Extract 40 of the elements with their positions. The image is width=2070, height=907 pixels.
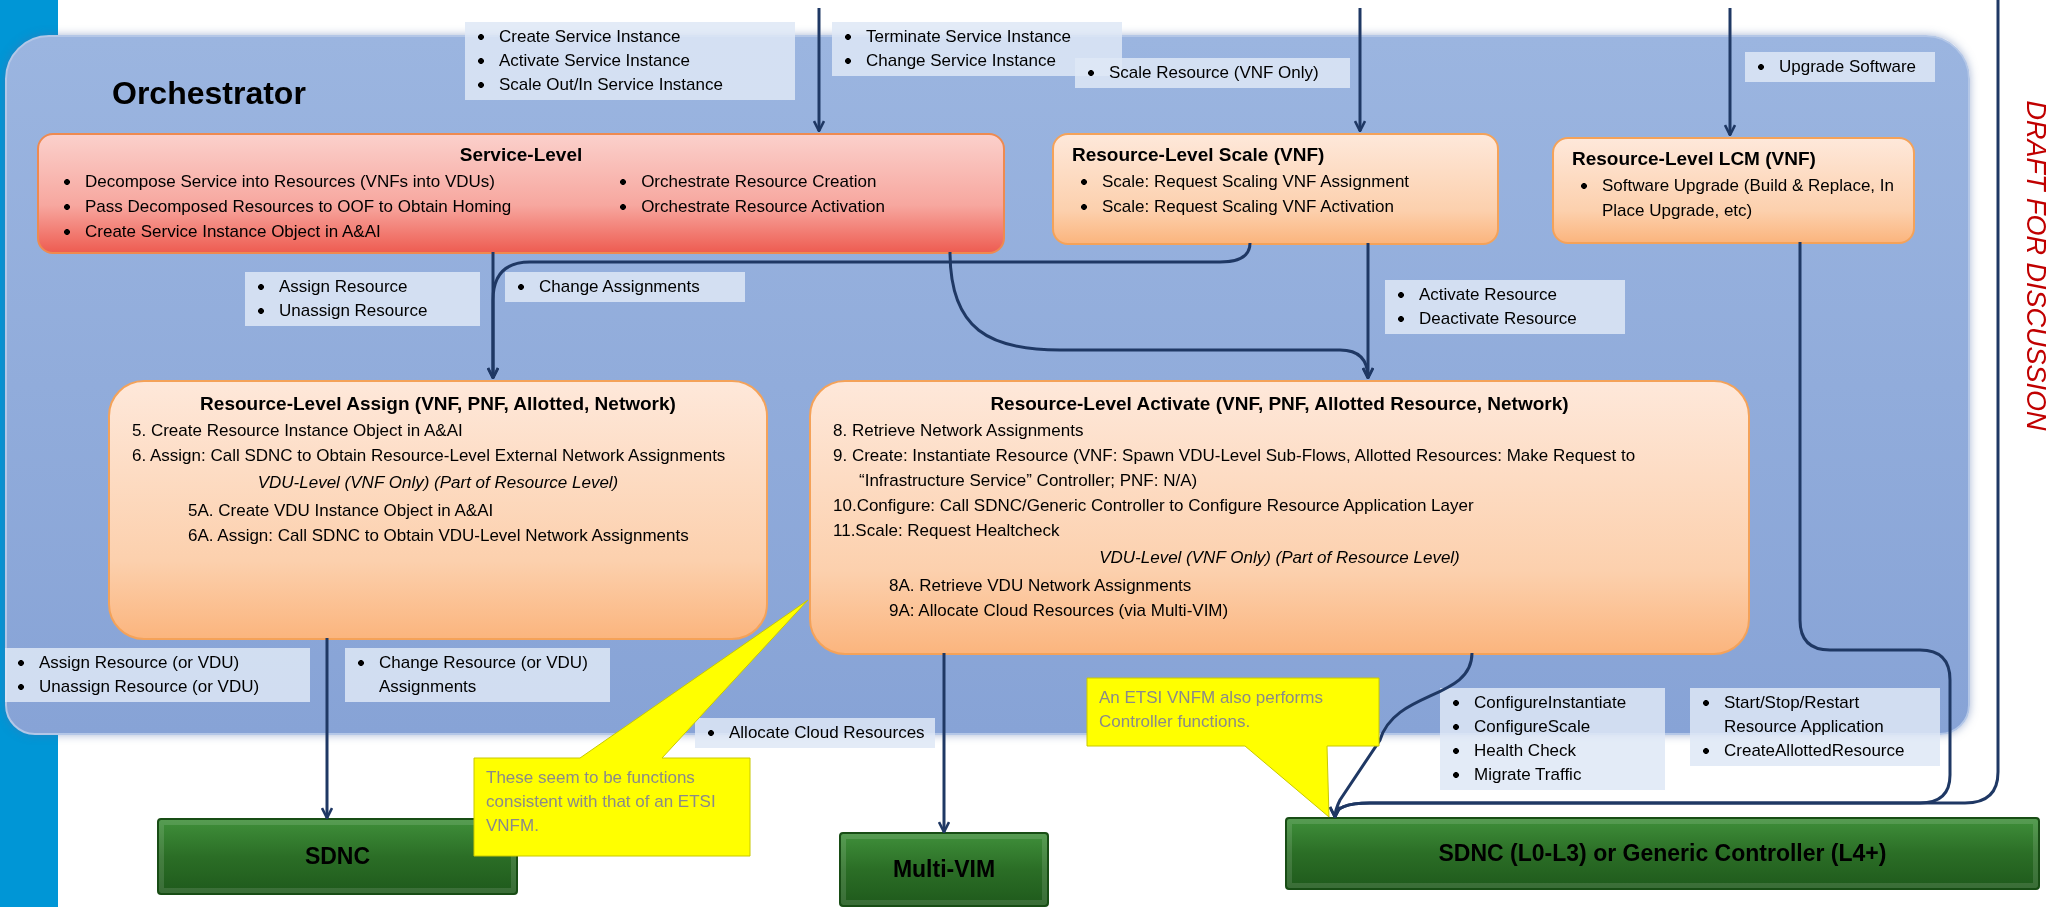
box-heading: Resource-Level Assign (VNF, PNF, Allotted, Network) <box>199 392 677 416</box>
step-text: 5A. Create VDU Instance Object in A&AI <box>187 500 495 522</box>
step-text: 5. Create Resource Instance Object in A&AI <box>132 420 464 442</box>
box-label: SDNC <box>304 843 371 870</box>
arrow <box>320 638 334 820</box>
controller-box <box>839 832 1049 907</box>
step-text: 10.Configure: Call SDNC/Generic Controller to Configure Resource Application Layer <box>833 495 1475 517</box>
subheading: VDU-Level (VNF Only) (Part of Resource Level) <box>1098 547 1461 569</box>
arrow <box>1329 242 1952 819</box>
step-text: 6. Assign: Call SDNC to Obtain Resource-Level External Network Assignments <box>132 445 727 467</box>
arrow <box>937 653 951 834</box>
callout-text: An ETSI VNFM also performs Controller functions. <box>1099 687 1324 733</box>
box-label: Multi-VIM <box>892 856 996 883</box>
box-heading: Resource-Level Activate (VNF, PNF, Allotted Resource, Network) <box>989 392 1570 416</box>
controller-box <box>1285 817 2040 890</box>
assign-box <box>108 380 768 640</box>
arrow <box>486 242 1252 380</box>
box-heading: Resource-Level LCM (VNF) <box>1572 147 1817 171</box>
draft-notice: DRAFT FOR DISCUSSION <box>2019 100 2051 430</box>
lcm-box <box>1552 137 1915 244</box>
subheading: VDU-Level (VNF Only) (Part of Resource Level) <box>256 472 620 494</box>
arrow <box>1723 8 1737 137</box>
step-text: 8A. Retrieve VDU Network Assignments <box>888 575 1193 597</box>
step-text: 11.Scale: Request Healtcheck <box>833 520 1061 542</box>
box-heading: Service-Level <box>458 143 584 167</box>
step-text: 8. Retrieve Network Assignments <box>833 420 1085 442</box>
step-text: 6A. Assign: Call SDNC to Obtain VDU-Level Network Assignments <box>187 525 690 547</box>
service-level-box <box>37 133 1005 254</box>
arrow <box>1361 243 1375 380</box>
panel-title: Orchestrator <box>112 75 306 112</box>
arrow <box>1353 8 1367 133</box>
box-label: SDNC (L0-L3) or Generic Controller (L4+) <box>1438 840 1887 867</box>
activate-box <box>809 380 1750 655</box>
step-text: 9. Create: Instantiate Resource (VNF: Spawn VDU-Level Sub-Flows, Allotted Resources: Make Request to “Infrastructure Service” Controller; PNF: N/A) <box>833 445 1637 492</box>
callout-balloon <box>1087 678 1379 817</box>
scale-box <box>1052 133 1499 245</box>
step-text: 9A: Allocate Cloud Resources (via Multi-VIM) <box>888 600 1230 622</box>
box-heading: Resource-Level Scale (VNF) <box>1072 143 1326 167</box>
callout-text: These seem to be functions consistent with that of an ETSI VNFM. <box>486 767 717 837</box>
arrow <box>812 8 826 133</box>
